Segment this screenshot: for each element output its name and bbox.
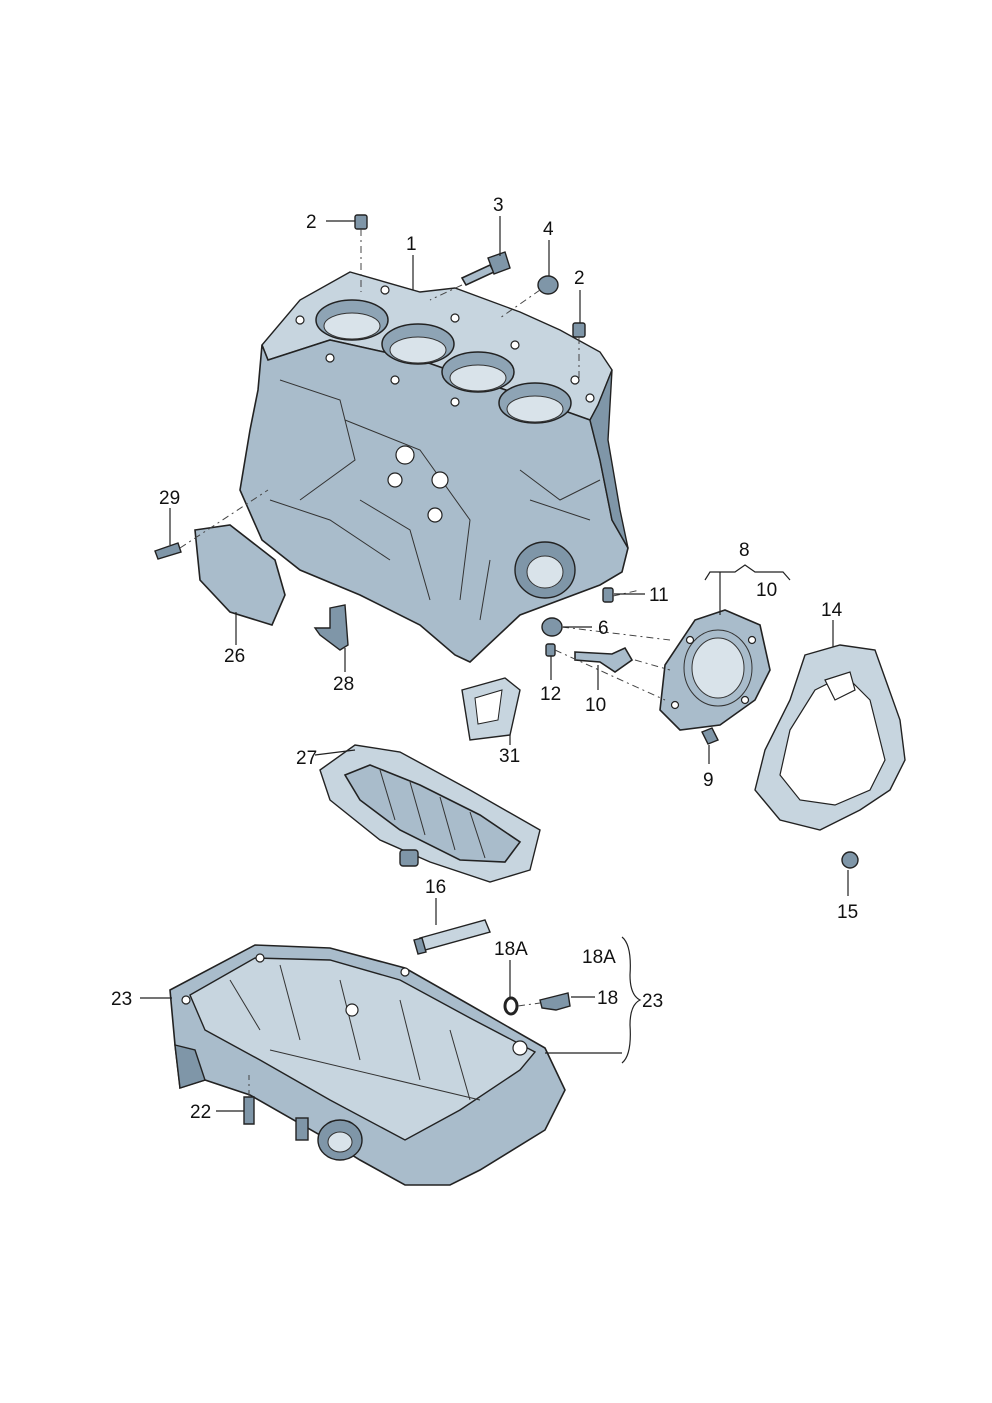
label-6: 6: [598, 618, 609, 639]
sleeve: [602, 587, 614, 603]
bracket: [574, 646, 634, 673]
label-10: 10: [756, 580, 777, 601]
label-23: 23: [642, 991, 663, 1012]
label-23: 23: [111, 989, 132, 1010]
dowel-sleeve: [354, 214, 368, 230]
drain-plug: [539, 992, 571, 1011]
sleeve: [841, 851, 859, 869]
bolt: [701, 727, 719, 745]
sealing-plug: [537, 275, 559, 295]
label-18A: 18A: [582, 947, 616, 968]
sealant-tube: [419, 919, 491, 951]
label-10: 10: [585, 695, 606, 716]
label-28: 28: [333, 674, 354, 695]
label-11: 11: [649, 585, 669, 606]
label-8: 8: [739, 540, 750, 561]
label-12: 12: [540, 684, 561, 705]
label-26: 26: [224, 646, 245, 667]
label-31: 31: [499, 746, 520, 767]
part-labels: 2 1 3 4 2 29 26 28 11 6 12 10 31 8 10 9 …: [111, 195, 858, 1123]
gasket: [754, 644, 906, 831]
dowel-sleeve: [572, 322, 586, 338]
cover: [194, 524, 286, 626]
label-18: 18: [597, 988, 618, 1009]
oil-baffle: [319, 744, 541, 883]
label-16: 16: [425, 877, 446, 898]
label-2: 2: [306, 212, 317, 233]
label-22: 22: [190, 1102, 211, 1123]
cylinder-block: [239, 271, 629, 663]
label-2: 2: [574, 268, 585, 289]
oil-spray-jet: [313, 604, 349, 651]
label-15: 15: [837, 902, 858, 923]
label-14: 14: [821, 600, 843, 621]
bolt: [154, 542, 182, 560]
plug: [541, 617, 563, 637]
seal-flange: [659, 609, 771, 731]
label-1: 1: [406, 234, 417, 255]
oil-pan: [169, 944, 566, 1186]
bolt: [460, 251, 511, 287]
label-29: 29: [159, 488, 180, 509]
label-27: 27: [296, 748, 317, 769]
label-4: 4: [543, 219, 554, 240]
label-3: 3: [493, 195, 504, 216]
assembly-lines: [179, 229, 671, 1097]
label-9: 9: [703, 770, 714, 791]
dowel: [545, 643, 556, 657]
seal-ring: [503, 996, 519, 1016]
label-18A: 18A: [494, 939, 528, 960]
leader-lines: [140, 216, 849, 1112]
bolt: [243, 1096, 255, 1125]
